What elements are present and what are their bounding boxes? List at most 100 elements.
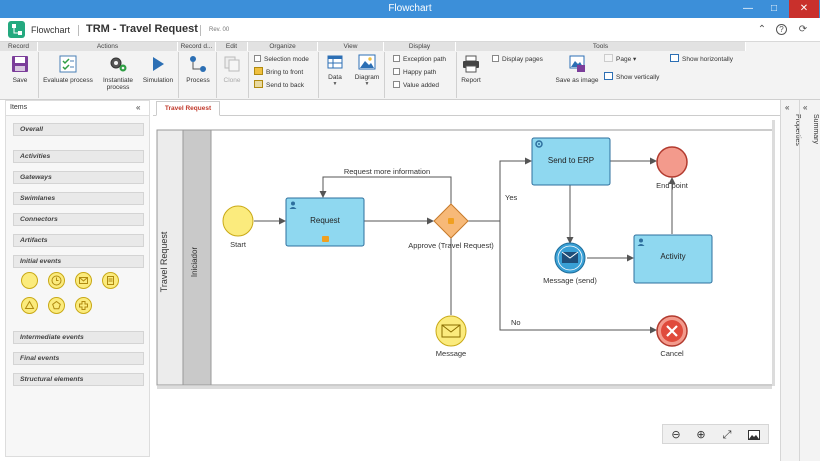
diagram-view-button[interactable]: Diagram ▼ xyxy=(352,54,382,88)
data-label: Data xyxy=(328,74,342,81)
category-structural-elements[interactable]: Structural elements xyxy=(13,373,144,386)
send-back-icon xyxy=(254,80,263,88)
refresh-icon[interactable]: ⟳ xyxy=(798,24,808,35)
flow-more-info[interactable] xyxy=(319,176,452,204)
double-chevron-up-icon[interactable]: ⌃ xyxy=(757,24,767,35)
instantiate-process-label: Instantiate process xyxy=(103,77,133,91)
zoom-in-icon[interactable]: ⊕ xyxy=(696,429,706,441)
send-to-back-button[interactable]: Send to back xyxy=(254,80,304,91)
category-connectors[interactable]: Connectors xyxy=(13,213,144,226)
group-title-record: Record xyxy=(0,42,38,51)
flow-no[interactable] xyxy=(499,221,657,334)
group-title-organize: Organize xyxy=(248,42,318,51)
process-button[interactable]: Process xyxy=(181,55,215,84)
exception-path-checkbox[interactable]: Exception path xyxy=(393,54,446,65)
vertical-scrollbar[interactable] xyxy=(772,120,775,386)
tab-summary[interactable]: Summary xyxy=(812,114,819,144)
edge-label-more-info: Request more information xyxy=(344,167,430,176)
start-event-icon[interactable] xyxy=(21,272,38,289)
message-start-event-icon[interactable] xyxy=(75,272,92,289)
envelope-filled-icon xyxy=(561,251,579,263)
lane-label: Iniciador xyxy=(190,247,199,278)
request-task[interactable] xyxy=(285,197,365,247)
happy-path-label: Happy path xyxy=(403,69,437,76)
ribbon-separator xyxy=(178,52,179,98)
category-overall[interactable]: Overall xyxy=(13,123,144,136)
horizontal-scrollbar[interactable] xyxy=(157,386,772,389)
report-label: Report xyxy=(461,77,481,84)
items-panel-header: Items « xyxy=(6,101,149,116)
ribbon-separator xyxy=(38,52,39,98)
maximize-icon[interactable]: □ xyxy=(770,3,778,14)
parallel-start-event-icon[interactable] xyxy=(75,297,92,314)
user-task-icon xyxy=(289,201,297,209)
close-icon[interactable]: ✕ xyxy=(789,0,819,18)
show-vertically-button[interactable]: Show vertically xyxy=(604,72,659,83)
timer-start-event-icon[interactable] xyxy=(48,272,65,289)
checkbox-icon xyxy=(393,81,400,88)
export-image-icon[interactable] xyxy=(746,427,762,443)
evaluate-process-button[interactable]: Evaluate process xyxy=(40,55,96,84)
category-initial-events[interactable]: Initial events xyxy=(13,255,144,268)
save-as-image-button[interactable]: Save as image xyxy=(552,55,602,84)
start-label: Start xyxy=(230,240,247,249)
conditional-start-event-icon[interactable] xyxy=(102,272,119,289)
evaluate-process-label: Evaluate process xyxy=(43,77,93,84)
start-event[interactable] xyxy=(222,205,254,237)
minimize-icon[interactable]: — xyxy=(743,3,753,14)
activity-label: Activity xyxy=(660,252,685,261)
end-point-label: End point xyxy=(656,181,689,190)
zoom-toolbar: ⊖ ⊕ ⤢ xyxy=(662,424,769,444)
category-final-events[interactable]: Final events xyxy=(13,352,144,365)
flow-yes[interactable] xyxy=(468,157,532,222)
end-point-event[interactable] xyxy=(656,146,688,178)
simulation-button[interactable]: Simulation xyxy=(140,55,176,84)
ribbon-separator xyxy=(456,52,457,98)
app-logo-icon xyxy=(8,21,25,38)
message-send-label: Message (send) xyxy=(543,276,597,285)
bring-to-front-button[interactable]: Bring to front xyxy=(254,67,303,78)
fit-to-screen-icon[interactable]: ⤢ xyxy=(722,429,732,441)
caret-down-icon: ▾ xyxy=(633,56,637,63)
group-title-display: Display xyxy=(384,42,456,51)
tab-properties[interactable]: Properties xyxy=(794,114,801,146)
attachment-badge-icon xyxy=(322,236,329,242)
data-view-button[interactable]: Data ▼ xyxy=(322,54,348,88)
help-icon[interactable]: ? xyxy=(776,24,787,35)
happy-path-checkbox[interactable]: Happy path xyxy=(393,67,436,78)
save-as-image-label: Save as image xyxy=(555,77,599,84)
clone-button[interactable]: Clone xyxy=(218,55,246,84)
checkbox-icon xyxy=(254,55,261,62)
value-added-checkbox[interactable]: Value added xyxy=(393,80,439,91)
caret-down-icon: ▼ xyxy=(364,81,370,87)
display-pages-checkbox[interactable]: Display pages xyxy=(492,54,543,65)
activity-task[interactable] xyxy=(633,234,713,284)
show-horizontally-button[interactable]: Show horizontally xyxy=(670,54,733,65)
multiple-start-event-icon[interactable] xyxy=(48,297,65,314)
gears-icon xyxy=(110,57,127,72)
zoom-out-icon[interactable]: ⊖ xyxy=(671,429,681,441)
report-button[interactable]: Report xyxy=(458,55,484,84)
collapse-left-icon[interactable]: « xyxy=(136,103,141,112)
send-to-erp-task[interactable] xyxy=(531,137,611,186)
instantiate-process-button[interactable]: Instantiate process xyxy=(98,55,138,91)
tab-travel-request[interactable]: Travel Request xyxy=(156,101,220,116)
save-button[interactable]: Save xyxy=(5,55,35,84)
approve-label: Approve (Travel Request) xyxy=(408,241,494,250)
category-artifacts[interactable]: Artifacts xyxy=(13,234,144,247)
exception-path-label: Exception path xyxy=(403,56,447,63)
collapse-properties-icon[interactable]: « xyxy=(785,103,790,112)
category-intermediate-events[interactable]: Intermediate events xyxy=(13,331,144,344)
selection-mode-checkbox[interactable]: Selection mode xyxy=(254,54,309,65)
signal-start-event-icon[interactable] xyxy=(21,297,38,314)
category-swimlanes[interactable]: Swimlanes xyxy=(13,192,144,205)
checkbox-icon xyxy=(492,55,499,62)
category-activities[interactable]: Activities xyxy=(13,150,144,163)
clone-label: Clone xyxy=(223,77,241,84)
clone-icon xyxy=(224,56,240,72)
collapse-summary-icon[interactable]: « xyxy=(803,103,808,112)
diagram-canvas[interactable]: Travel Request Iniciador Start Request xyxy=(153,117,780,457)
category-gateways[interactable]: Gateways xyxy=(13,171,144,184)
horizontal-layout-icon xyxy=(670,54,679,62)
page-dropdown[interactable]: Page ▾ xyxy=(604,54,636,65)
